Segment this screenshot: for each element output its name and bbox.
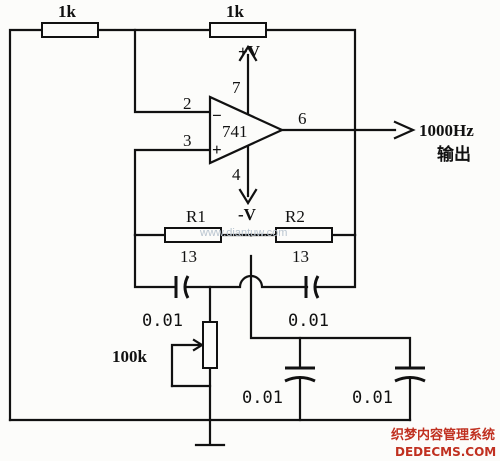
label-pin-4: 4 (232, 165, 241, 184)
label-supply-negative: -V (238, 205, 257, 224)
noninverting-wire (133, 148, 212, 237)
capacitor-mid (304, 275, 320, 299)
label-cap-left-value: 0.01 (142, 311, 183, 331)
watermark-center: www.diantuw.com (199, 227, 287, 239)
label-r1-value: 13 (180, 247, 197, 266)
feedback-wire (8, 28, 212, 422)
label-pin-6: 6 (298, 109, 307, 128)
resistor-r1 (164, 227, 222, 243)
negative-supply-arrow (238, 188, 258, 206)
output-arrow (393, 120, 416, 140)
bottom-cap-returns (298, 378, 412, 422)
center-node-dot (249, 233, 253, 237)
label-opamp-model: 741 (222, 122, 248, 141)
resistor-top-right (209, 22, 267, 38)
capacitor-bottom-right (394, 366, 426, 383)
label-cap-bottom-left-value: 0.01 (242, 388, 283, 408)
top-right-wire (133, 28, 357, 132)
potentiometer-wiper-arrow (192, 338, 205, 352)
label-pin-3: 3 (183, 131, 192, 150)
label-resistor-top-left: 1k (58, 2, 77, 21)
positive-supply-arrow (238, 44, 258, 62)
ground-stub (194, 418, 226, 447)
opamp-plus-sign: + (212, 140, 222, 159)
left-cap-branch (133, 233, 177, 289)
label-output-frequency: 1000Hz (419, 121, 474, 140)
label-output: 输出 (437, 144, 471, 165)
potentiometer-wiper (170, 343, 202, 388)
opamp-minus-sign: − (212, 106, 222, 125)
watermark-corner-line1: 织梦内容管理系统 (391, 427, 495, 443)
label-pin-2: 2 (183, 94, 192, 113)
label-cap-bottom-right-value: 0.01 (352, 388, 393, 408)
potentiometer (170, 321, 218, 388)
label-pot-value: 100k (112, 347, 148, 366)
potentiometer-body (202, 321, 218, 369)
right-cap-branch (315, 233, 357, 289)
center-node-wire (249, 254, 412, 370)
resistor-r2 (275, 227, 333, 243)
crossover-wire (208, 274, 309, 289)
label-r1: R1 (186, 207, 206, 226)
resistor-top-left (41, 22, 99, 38)
watermark-corner-line2: DEDECMS.COM (395, 445, 496, 459)
label-r2: R2 (285, 207, 305, 226)
label-cap-mid-value: 0.01 (288, 311, 329, 331)
label-resistor-top-right: 1k (226, 2, 245, 21)
label-supply-positive: +V (238, 42, 261, 61)
opamp-triangle (208, 95, 285, 165)
capacitor-left (174, 275, 190, 299)
capacitor-bottom-left (284, 366, 316, 383)
left-cap-to-pot (183, 285, 212, 324)
label-pin-7: 7 (232, 78, 241, 97)
label-r2-value: 13 (292, 247, 309, 266)
